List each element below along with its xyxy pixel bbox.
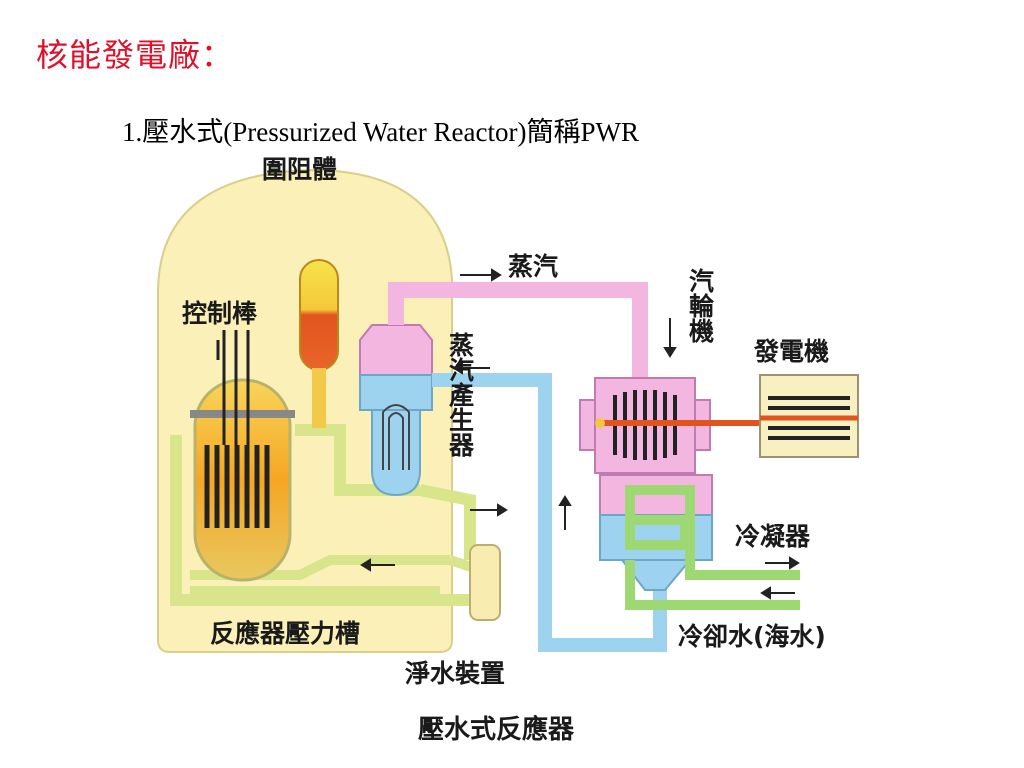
water-purifier (469, 544, 501, 621)
generator (759, 374, 859, 458)
reactor-vessel (190, 330, 295, 582)
core-fuel-rods (204, 445, 270, 528)
label-cooling-water: 冷卻水(海水) (678, 622, 826, 651)
pressurizer-tank (299, 259, 339, 371)
control-rod-lines (216, 330, 250, 445)
steam-pipe (388, 282, 648, 380)
slide-subtitle: 1.壓水式(Pressurized Water Reactor)簡稱PWR (122, 117, 639, 147)
flow-arrows (360, 268, 800, 600)
label-steam: 蒸汽 (508, 252, 558, 281)
label-pressurizer: 反應器壓力槽 (210, 619, 360, 648)
label-turbine: 汽輪機 (686, 267, 715, 343)
label-water-purifier: 淨水裝置 (405, 659, 505, 688)
label-containment: 圍阻體 (262, 155, 337, 184)
steam-generator (359, 324, 433, 497)
label-condenser: 冷凝器 (735, 522, 811, 551)
cooling-water-pipe (625, 485, 800, 580)
label-control-rods: 控制棒 (182, 299, 258, 328)
diagram-caption: 壓水式反應器 (418, 714, 575, 745)
label-generator: 發電機 (753, 337, 829, 366)
slide-title: 核能發電廠： (36, 36, 235, 74)
turbine (579, 377, 760, 474)
label-steam-generator: 蒸汽產生器 (446, 332, 476, 457)
